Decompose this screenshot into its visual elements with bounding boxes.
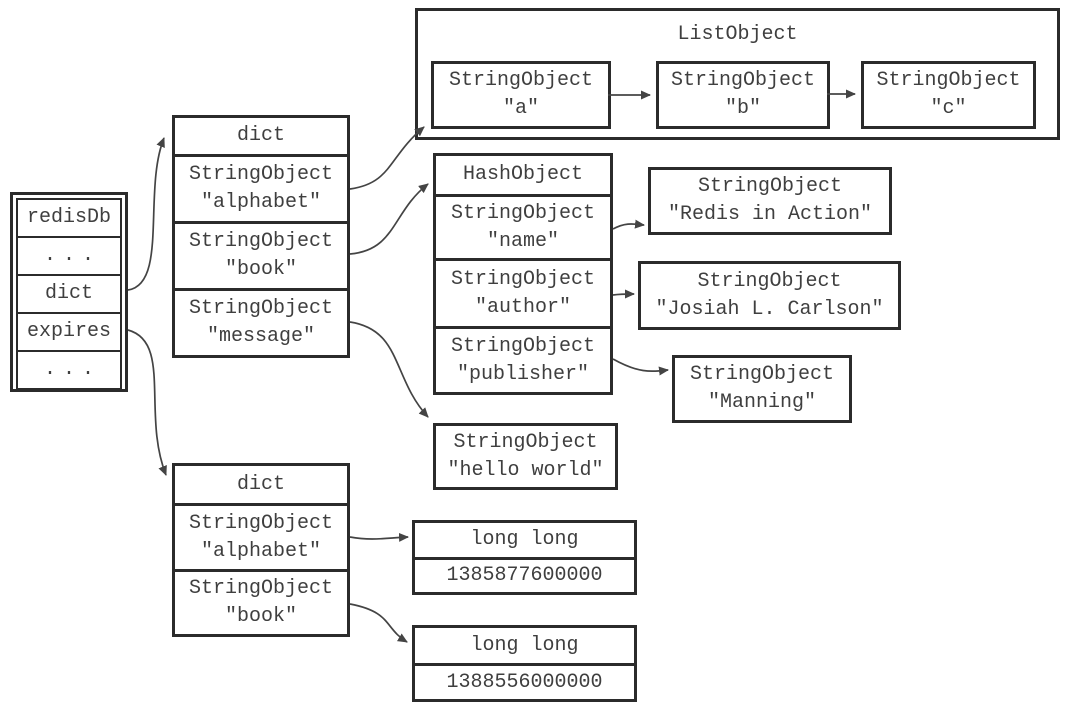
dict-main-table: dict StringObject "alphabet" StringObjec… [172, 115, 350, 358]
dict-main-header: dict [236, 124, 285, 147]
hash-object-table: HashObject StringObject "name" StringObj… [433, 153, 613, 395]
list-item-c: StringObject "c" [861, 61, 1036, 129]
redisdb-cell-title: redisDb [16, 198, 122, 238]
redisdb-cell-ellipsis-top: ... [16, 236, 122, 276]
hash-cell-publisher: StringObject "publisher" [436, 326, 610, 392]
long-long-2-header: long long [470, 633, 579, 657]
long-long-1-value: 1385877600000 [415, 557, 634, 592]
dict-expires-header: dict [236, 472, 285, 496]
redisdb-cell-ellipsis-bottom: ... [16, 350, 122, 390]
string-manning: StringObject "Manning" [672, 355, 852, 423]
arrow-alphabet-to-listobject [349, 126, 425, 190]
redisdb-cell-expires: expires [16, 312, 122, 352]
redisdb-table: redisDb ... dict expires ... [10, 192, 128, 392]
arrow-dict-to-dict-main [127, 137, 165, 291]
hash-object-header: HashObject [462, 163, 584, 186]
dict-main-cell-alphabet: StringObject "alphabet" [175, 154, 347, 221]
arrow-book-to-long-long-2 [349, 603, 408, 643]
arrow-message-to-hello-world [349, 321, 429, 418]
long-long-table-2: long long 1388556000000 [412, 625, 637, 702]
arrow-publisher-to-manning [612, 358, 669, 376]
list-item-b: StringObject "b" [656, 61, 830, 129]
long-long-1-header: long long [470, 528, 579, 551]
string-redis-in-action: StringObject "Redis in Action" [648, 167, 892, 235]
hash-cell-author: StringObject "author" [436, 258, 610, 326]
dict-expires-table: dict StringObject "alphabet" StringObjec… [172, 463, 350, 637]
hash-cell-name: StringObject "name" [436, 194, 610, 258]
arrow-author-to-josiah-carlson [612, 289, 635, 299]
dict-expires-cell-alphabet: StringObject "alphabet" [175, 503, 347, 569]
list-object-title: ListObject [677, 23, 798, 46]
redisdb-cell-dict: dict [16, 274, 122, 314]
list-object-container: ListObject StringObject "a" StringObject… [415, 8, 1060, 140]
string-hello-world: StringObject "hello world" [433, 423, 618, 490]
dict-main-cell-book: StringObject "book" [175, 221, 347, 288]
long-long-2-value: 1388556000000 [415, 663, 634, 699]
arrow-alphabet-to-long-long-1 [349, 532, 409, 542]
long-long-table-1: long long 1385877600000 [412, 520, 637, 595]
arrow-name-to-redis-in-action [612, 219, 645, 230]
dict-main-cell-message: StringObject "message" [175, 288, 347, 355]
arrow-expires-to-dict-expires [127, 329, 167, 476]
string-josiah-carlson: StringObject "Josiah L. Carlson" [638, 261, 901, 330]
dict-expires-cell-book: StringObject "book" [175, 569, 347, 634]
arrow-book-to-hashobject [349, 183, 429, 255]
list-item-a: StringObject "a" [431, 61, 611, 129]
